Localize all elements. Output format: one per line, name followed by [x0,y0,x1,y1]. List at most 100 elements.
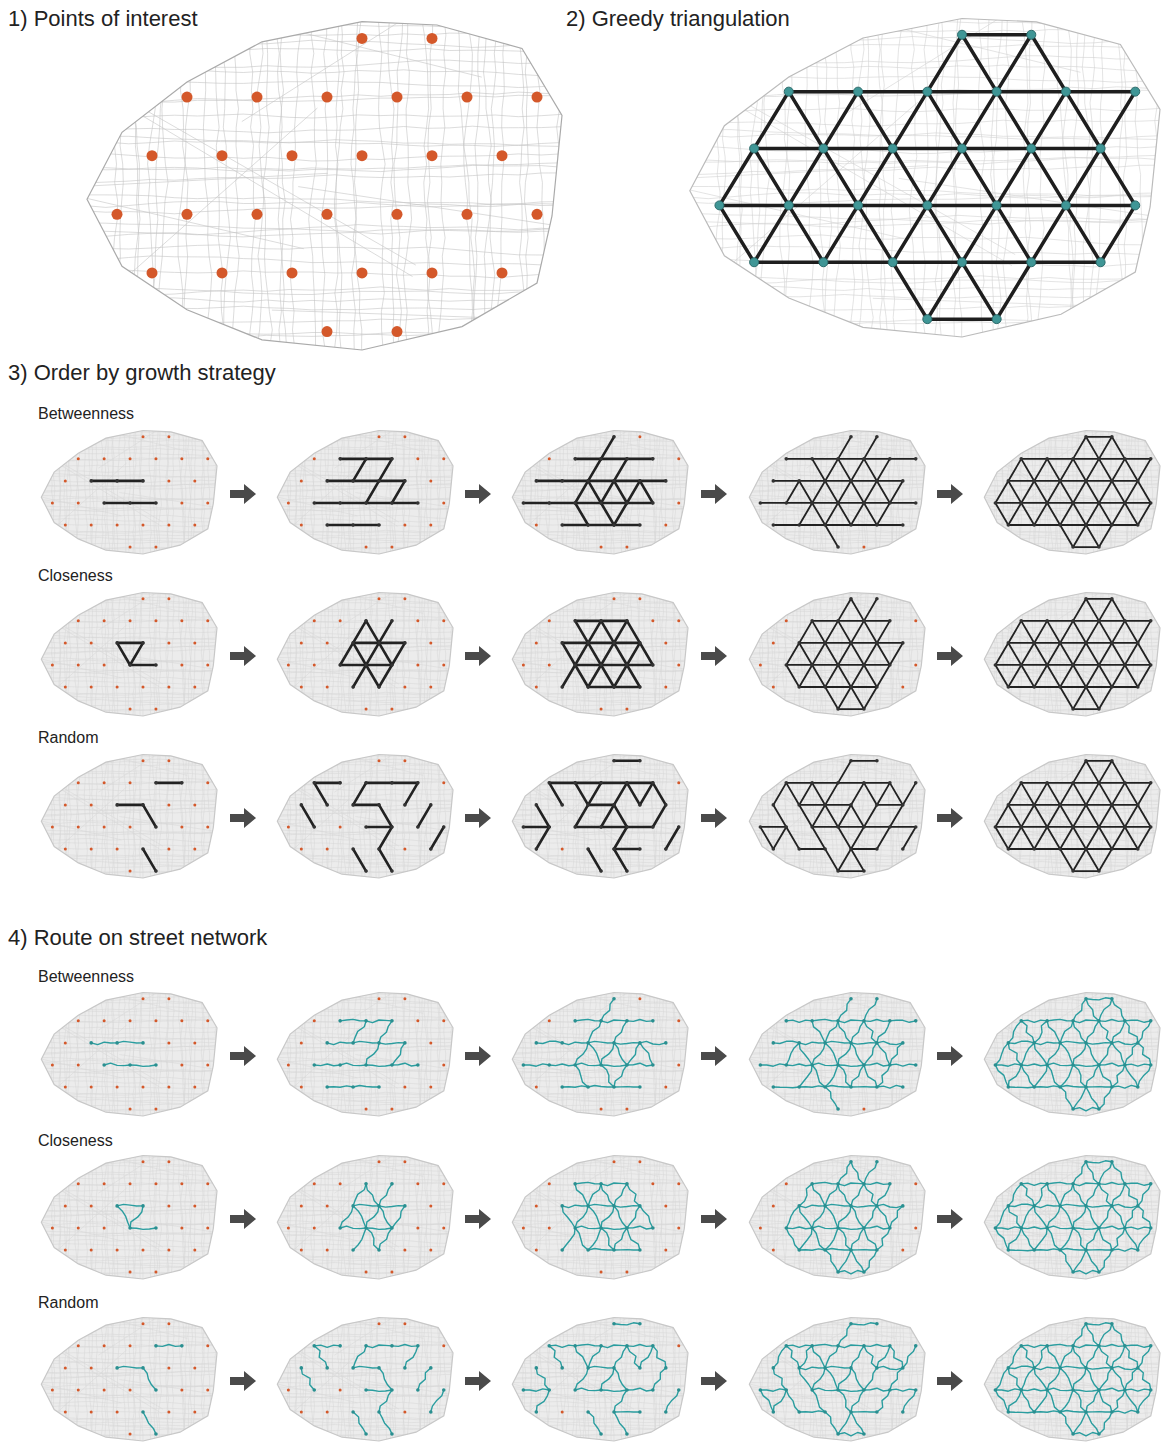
ordered-edge [588,621,601,643]
routed-path [799,1368,812,1390]
routed-path [1060,1204,1086,1206]
poi-dot [823,1204,827,1208]
poi-dot [180,781,184,785]
triangulation-node [819,144,828,153]
poi-dot [287,1226,290,1229]
poi-dot [403,848,406,851]
ordered-edge [995,665,1008,687]
poi-dot [64,1366,67,1369]
ordered-edge [1034,643,1047,665]
triangulation-edge [858,205,893,262]
poi-dot [586,523,590,527]
poi-dot [429,479,432,482]
city-boundary [41,993,217,1117]
poi-dot [115,1366,119,1370]
ordered-edge [851,686,877,688]
poi-dot [116,1411,119,1414]
ordered-edge [773,480,799,482]
poi-dot [416,781,420,785]
poi-dot [1149,457,1153,461]
streets [0,723,264,885]
poi-dot [772,1366,776,1370]
routed-path [825,1249,851,1251]
city-boundary [277,755,453,879]
routed-path [627,1388,653,1391]
poi-dot [300,1204,303,1207]
city-boundary [41,1156,217,1280]
poi-dot [823,685,827,689]
poi-dot [300,641,303,644]
poi-dot [442,1019,445,1022]
poi-dot [141,803,145,807]
ordered-edge [786,458,812,460]
ordered-edge [851,480,877,482]
ordered-edge [588,524,614,527]
routed-path [353,1412,366,1434]
poi-dot [1136,847,1140,851]
routed-path [890,1206,903,1228]
poi-dot [1032,641,1036,645]
routed-path [864,1250,877,1272]
ordered-edge [838,827,851,849]
poi-dot [547,1344,551,1348]
ordered-edge [1008,480,1034,482]
routed-path [812,1344,838,1346]
poi-dot [849,759,853,763]
streets [925,1286,1165,1448]
routed-path [877,1021,890,1043]
routed-path [1099,1065,1112,1087]
triangulation-edge [927,262,962,319]
poi-dot [142,1249,145,1252]
triangulation-edge [789,90,858,94]
ordered-edge [812,459,825,481]
poi-dot [759,663,762,666]
poi-dot [651,501,655,505]
poi-dot [141,641,145,645]
ordered-edge [353,524,379,527]
ordered-edge [1073,459,1086,481]
poi-dot [312,1344,316,1348]
poi-dot [1123,781,1127,785]
ordered-edge [1086,598,1112,600]
ordered-edge [1073,620,1099,622]
triangulation-edge [997,92,1032,149]
routed-path [1125,1020,1151,1022]
ordered-edge [314,783,327,805]
routed-path [1086,1249,1112,1251]
poi-dot [167,1160,170,1163]
ordered-edge [995,805,1008,827]
streets [218,1124,500,1286]
routed-path [588,1206,601,1228]
poi-dot [586,803,590,807]
routed-path [786,1228,799,1250]
poi-dot [154,501,158,505]
poi-dot [429,1204,432,1207]
ordered-edge [786,827,799,849]
streets [453,961,735,1123]
city-boundary [984,1318,1160,1442]
poi-dot [836,1226,840,1230]
poi-dot [1019,1226,1023,1230]
ordered-edge [353,459,366,481]
routed-path [327,1086,353,1087]
routed-path [1047,1063,1073,1065]
poi-dot [600,708,603,711]
triangulation-edge [962,33,1031,37]
poi-dot [64,1041,67,1044]
routed-path [825,1228,838,1250]
ordered-edge [838,826,864,828]
poi-dot [300,1086,303,1089]
street-network [218,723,500,885]
poi-dot [1032,479,1036,483]
routed-path [1047,1019,1073,1021]
poi-dot [1045,1019,1049,1023]
routed-path [1099,999,1112,1021]
poi-dot [154,663,158,667]
ordered-edge [799,804,825,806]
poi-dot [206,1063,209,1066]
ordered-edge [1073,481,1086,503]
routed-path [575,1368,588,1390]
ordered-edge [1073,502,1099,504]
ordered-edge [1021,827,1034,849]
poi-dot [51,1063,54,1066]
